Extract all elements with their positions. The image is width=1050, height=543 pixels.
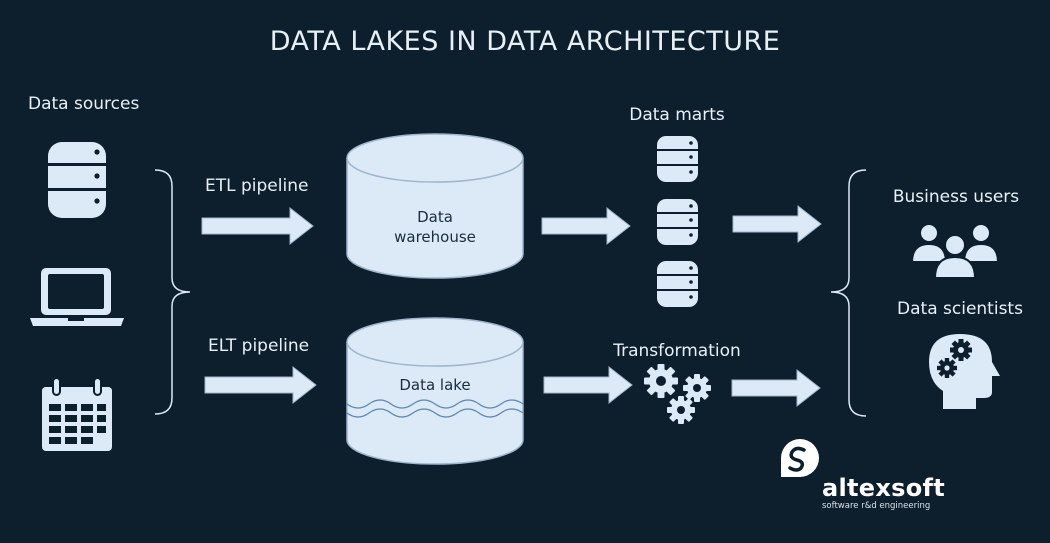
lake-wave [346,399,524,409]
lake-wave [346,408,524,418]
data-lake-cylinder [346,317,524,465]
brand-tagline: software r&d engineering [822,501,931,511]
warehouse-line-1: Data [417,208,453,226]
business-users-label: Business users [892,187,1020,207]
elt-pipeline-label: ELT pipeline [208,336,310,356]
warehouse-to-marts-arrow [541,206,631,246]
gears-icon [644,364,711,424]
data-warehouse-label: Data warehouse [347,207,523,247]
data-marts-label: Data marts [629,105,725,125]
consumers-brace [830,169,867,417]
laptop-icon [30,268,124,326]
data-sources-label: Data sources [28,94,140,114]
transformation-label: Transformation [613,341,741,361]
database-icon [48,142,106,218]
data-lake-label: Data lake [399,376,471,394]
data-scientists-icon [929,334,1000,409]
page-title: DATA LAKES IN DATA ARCHITECTURE [269,26,781,57]
transformation-to-consumers-arrow [731,368,821,408]
data-mart-icon [657,136,698,182]
lake-to-transformation-arrow [543,365,633,405]
sources-brace [154,169,191,415]
data-warehouse-cylinder [346,133,524,279]
altexsoft-logo-icon [781,439,819,477]
data-mart-icon [657,261,698,307]
brand-name: altexsoft [822,474,946,502]
etl-arrow [201,206,314,246]
data-scientists-label: Data scientists [897,299,1023,319]
calendar-icon [42,377,112,451]
elt-arrow [204,365,317,405]
data-mart-icon [657,199,698,245]
etl-pipeline-label: ETL pipeline [205,176,309,196]
warehouse-line-2: warehouse [394,228,476,246]
marts-to-consumers-arrow [732,204,822,244]
business-users-icon [910,223,1000,279]
